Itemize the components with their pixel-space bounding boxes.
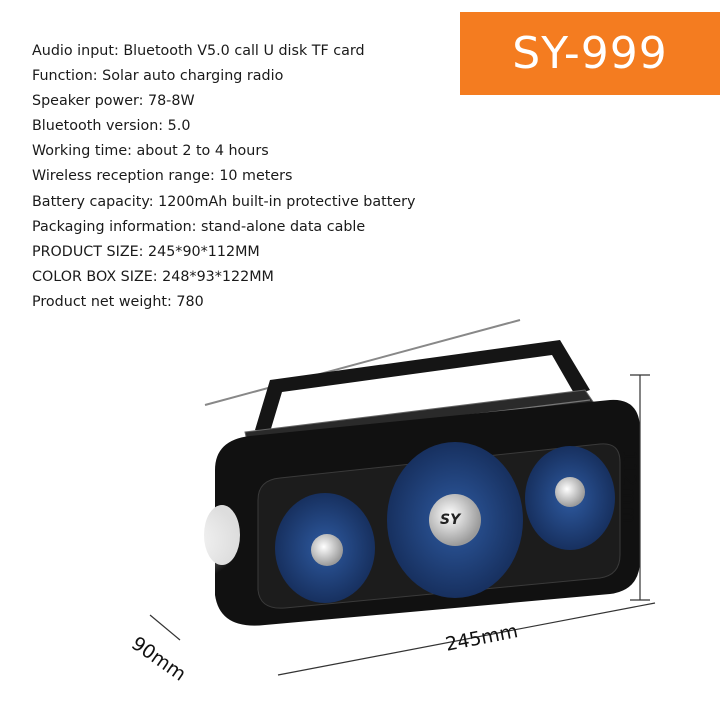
speaker-logo: SY	[440, 512, 462, 528]
spec-item: Wireless reception range: 10 meters	[32, 168, 293, 185]
handle	[255, 340, 590, 432]
spec-item: Battery capacity: 1200mAh built-in prote…	[32, 193, 416, 210]
antenna	[204, 319, 521, 406]
spec-item: Function: Solar auto charging radio	[32, 68, 284, 85]
center-speaker: SY	[387, 442, 523, 598]
spec-item: Audio input: Bluetooth V5.0 call U disk …	[32, 43, 365, 59]
dimension-lines	[149, 374, 656, 676]
model-badge: SY-999	[460, 12, 720, 95]
spec-item: Speaker power: 78-8W	[32, 93, 195, 110]
left-speaker	[275, 493, 375, 603]
spec-item: Packaging information: stand-alone data …	[32, 218, 366, 235]
spec-item: Working time: about 2 to 4 hours	[32, 143, 269, 160]
spec-item: COLOR BOX SIZE: 248*93*122MM	[32, 268, 274, 285]
spec-item: Bluetooth version: 5.0	[32, 118, 191, 135]
right-speaker	[525, 446, 615, 550]
speaker-product-image: SY	[100, 319, 656, 676]
spec-item: Product net weight: 780	[32, 293, 204, 310]
spec-list: Audio input: Bluetooth V5.0 call U disk …	[32, 39, 415, 315]
spec-item: PRODUCT SIZE: 245*90*112MM	[32, 243, 260, 260]
height-dimension-label: 112mm	[618, 450, 640, 524]
